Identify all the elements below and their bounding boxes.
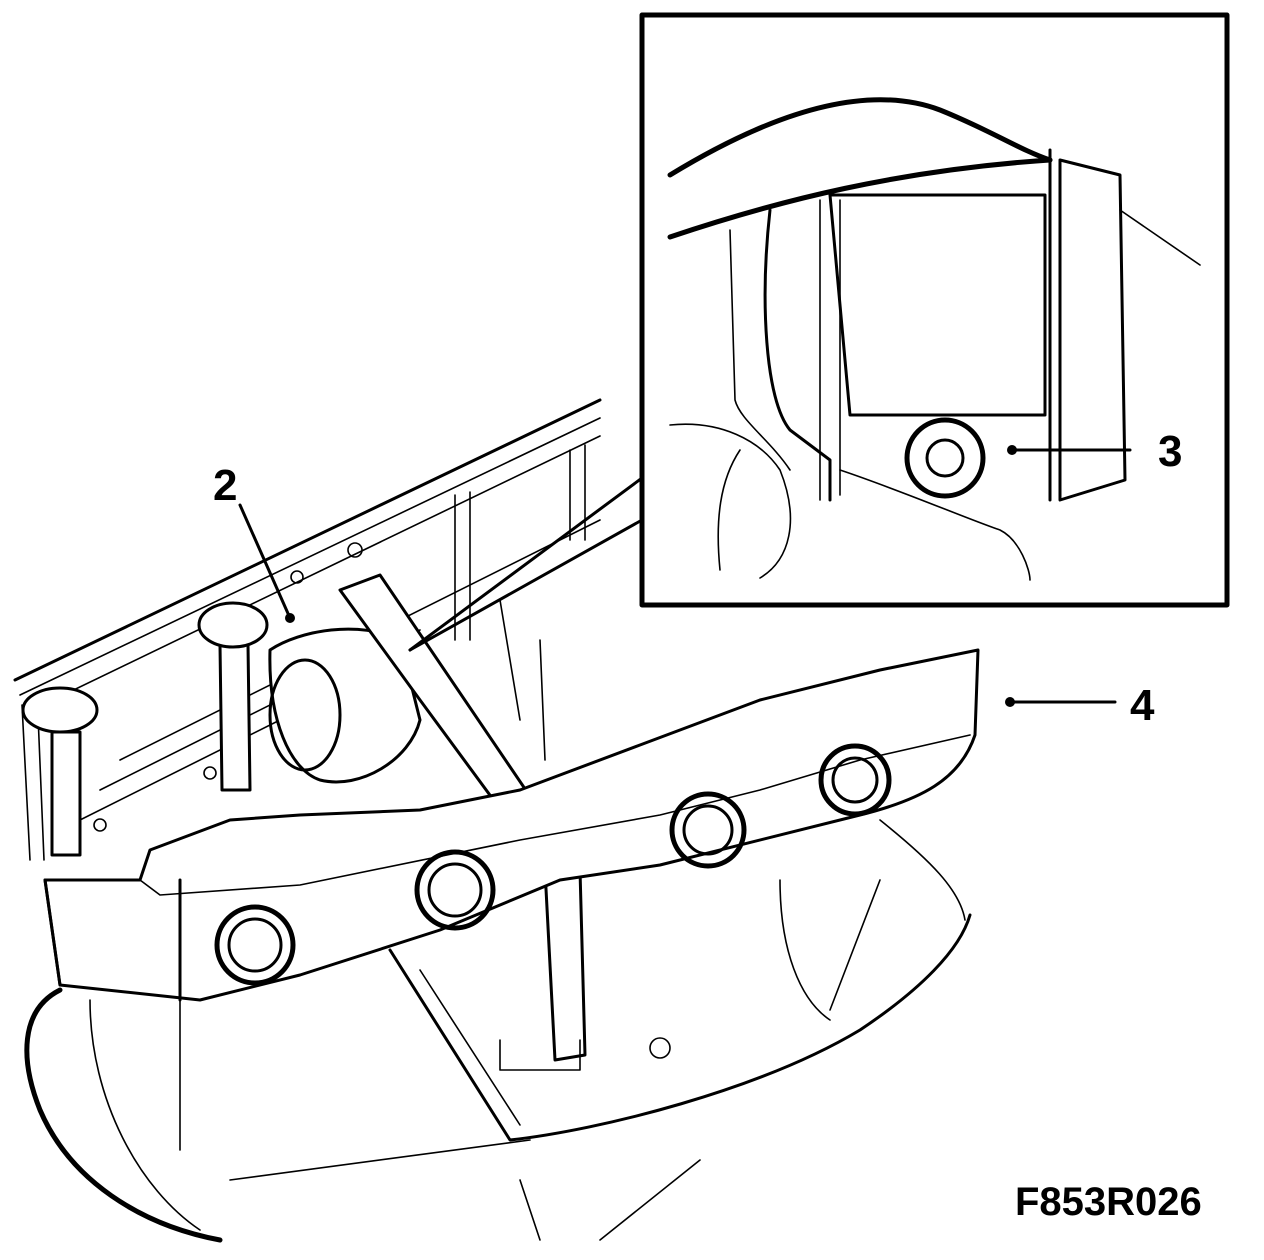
callout-2: 2: [213, 461, 295, 623]
mounting-pin-left: [21, 686, 99, 857]
bumper-reinforcement-beam: [43, 648, 980, 1002]
vehicle-body-structure: [13, 398, 671, 1059]
callout-2-label: 2: [213, 461, 237, 510]
callout-3: 3: [1007, 427, 1182, 476]
detail-inset: [408, 12, 1230, 652]
mounting-pin-right: [197, 601, 269, 792]
callout-4: 4: [1005, 681, 1155, 730]
callout-4-label: 4: [1130, 681, 1155, 730]
callout-3-label: 3: [1158, 427, 1182, 476]
light-unit: [268, 627, 422, 784]
lower-body-panel: [24, 819, 972, 1243]
figure-id-code: F853R026: [1015, 1180, 1202, 1224]
